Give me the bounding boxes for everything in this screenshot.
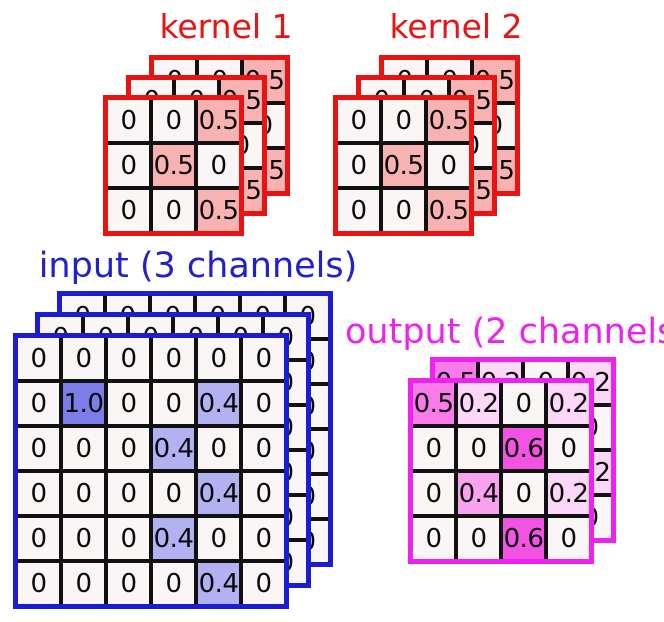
matrix-cell: 0.4 — [153, 428, 194, 469]
kernel2-stack: 000.500.50000.5000.500.50000.5000.500.50… — [333, 55, 520, 236]
matrix-cell: 0.4 — [153, 518, 194, 559]
matrix-cell: 0 — [18, 338, 59, 379]
matrix-cell: 0 — [108, 383, 149, 424]
matrix-cell: 0 — [198, 518, 239, 559]
matrix-cell: 0.6 — [503, 518, 544, 559]
matrix-cell: 0.5 — [153, 145, 194, 186]
matrix-cell: 0 — [108, 428, 149, 469]
matrix-cell: 0.2 — [548, 383, 589, 424]
matrix-cell: 0 — [18, 563, 59, 604]
input-title: input (3 channels) — [38, 246, 358, 286]
matrix-cell: 0 — [18, 428, 59, 469]
matrix-cell: 0 — [383, 190, 424, 231]
matrix-cell: 0 — [458, 428, 499, 469]
matrix-cell: 0 — [413, 473, 454, 514]
matrix-cell: 0 — [243, 518, 284, 559]
matrix-cell: 0 — [198, 428, 239, 469]
matrix-cell: 0 — [153, 383, 194, 424]
matrix-cell: 1.0 — [63, 383, 104, 424]
matrix-cell: 0.5 — [198, 100, 239, 141]
kernel1-stack: 000.500.50000.5000.500.50000.5000.500.50… — [103, 55, 290, 236]
matrix-cell: 0 — [108, 190, 149, 231]
matrix-cell: 0 — [108, 473, 149, 514]
matrix-cell: 0 — [108, 338, 149, 379]
matrix-cell: 0 — [198, 145, 239, 186]
matrix-cell: 0 — [153, 100, 194, 141]
matrix-cell: 0 — [108, 563, 149, 604]
matrix-cell: 0.5 — [428, 190, 469, 231]
matrix-cell: 0 — [503, 383, 544, 424]
matrix-cell: 0 — [63, 428, 104, 469]
matrix-cell: 0 — [338, 190, 379, 231]
matrix-cell: 0 — [63, 338, 104, 379]
matrix-cell: 0 — [243, 428, 284, 469]
matrix-cell: 0 — [428, 145, 469, 186]
matrix-cell: 0.4 — [198, 563, 239, 604]
matrix-cell: 0 — [548, 428, 589, 469]
matrix-cell: 0 — [108, 518, 149, 559]
matrix-cell: 0 — [63, 473, 104, 514]
matrix-cell: 0 — [108, 145, 149, 186]
matrix-cell: 0 — [243, 563, 284, 604]
matrix-cell: 0 — [243, 383, 284, 424]
matrix-cell: 0 — [153, 563, 194, 604]
matrix-cell: 0 — [338, 145, 379, 186]
matrix-cell: 0.5 — [198, 190, 239, 231]
matrix-cell: 0 — [338, 100, 379, 141]
matrix-cell: 0 — [243, 338, 284, 379]
matrix-cell: 0 — [413, 518, 454, 559]
matrix-cell: 0 — [243, 473, 284, 514]
matrix-cell: 0.4 — [198, 383, 239, 424]
matrix-cell: 0.2 — [458, 383, 499, 424]
matrix-cell: 0.2 — [548, 473, 589, 514]
matrix-cell: 0.4 — [198, 473, 239, 514]
matrix-cell: 0.5 — [413, 383, 454, 424]
output-stack: 0.50.200.2000.6000.400.2000.600.50.200.2… — [408, 357, 616, 564]
matrix-cell: 0 — [108, 100, 149, 141]
matrix-cell: 0.4 — [458, 473, 499, 514]
matrix-cell: 0 — [153, 190, 194, 231]
kernel2-title: kernel 2 — [389, 7, 523, 46]
matrix-cell: 0 — [63, 518, 104, 559]
matrix-cell: 0 — [63, 563, 104, 604]
matrix-cell: 0 — [458, 518, 499, 559]
matrix-cell: 0 — [153, 338, 194, 379]
matrix-cell: 0.5 — [428, 100, 469, 141]
matrix-cell: 0 — [18, 473, 59, 514]
matrix-cell: 0 — [198, 338, 239, 379]
matrix-cell: 0 — [18, 518, 59, 559]
output-title: output (2 channels) — [345, 312, 664, 352]
matrix-cell: 0 — [383, 100, 424, 141]
kernel1-title: kernel 1 — [159, 7, 293, 46]
matrix-cell: 0 — [18, 383, 59, 424]
matrix-cell: 0.5 — [383, 145, 424, 186]
matrix-cell: 0.6 — [503, 428, 544, 469]
matrix-cell: 0 — [153, 473, 194, 514]
matrix-cell: 0 — [548, 518, 589, 559]
matrix-cell: 0 — [413, 428, 454, 469]
matrix-cell: 0 — [503, 473, 544, 514]
